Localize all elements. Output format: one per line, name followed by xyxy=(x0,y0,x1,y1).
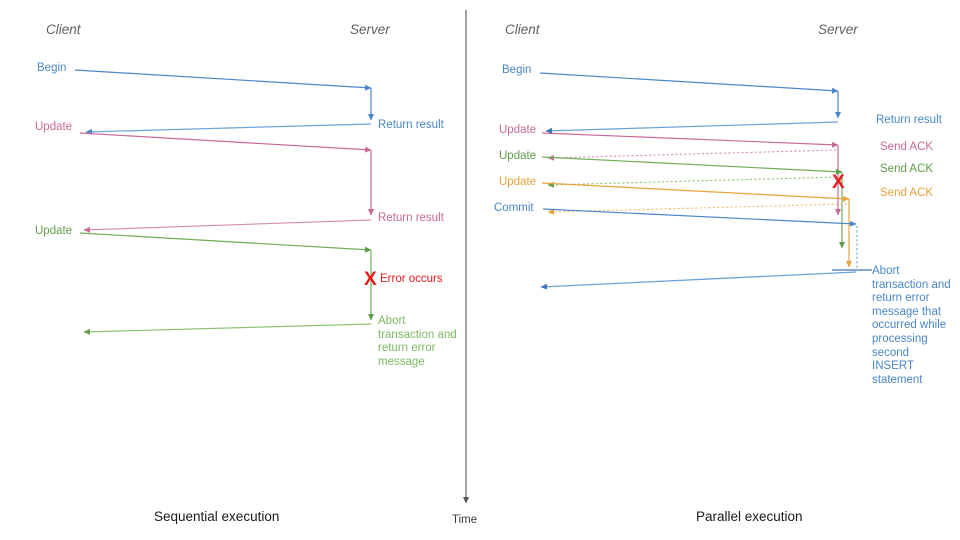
left-label-error-occurs: Error occurs xyxy=(380,273,443,285)
left-label-abort-message: Abort transaction and return error messa… xyxy=(378,315,457,368)
arrow-r-update-3-request xyxy=(541,182,850,202)
arrow-r-commit-request xyxy=(542,208,857,227)
arrow-r-abort-response xyxy=(540,271,857,290)
arrow-return-result-2 xyxy=(83,219,372,233)
right-actor-client: Client xyxy=(505,22,540,37)
left-label-begin: Begin xyxy=(37,62,67,74)
arrow-r-return-result xyxy=(545,121,839,134)
left-error-x-icon: X xyxy=(364,269,377,290)
arrow-abort-response xyxy=(83,323,372,335)
right-label-send-ack-3: Send ACK xyxy=(880,187,934,199)
arrow-r-update-2-request xyxy=(541,156,843,175)
right-label-send-ack-2: Send ACK xyxy=(880,163,934,175)
right-panel-caption: Parallel execution xyxy=(696,509,803,524)
arrow-r-ack-1 xyxy=(547,149,837,161)
left-label-return-result-1: Return result xyxy=(378,119,444,131)
left-actor-client: Client xyxy=(46,22,81,37)
arrow-update-2-request xyxy=(79,232,372,253)
arrow-return-result-1 xyxy=(85,123,372,135)
right-label-send-ack-1: Send ACK xyxy=(880,141,934,153)
left-label-return-result-2: Return result xyxy=(378,212,444,224)
right-label-update-2: Update xyxy=(499,150,537,162)
arrow-r-ack-3 xyxy=(547,203,848,215)
arrow-r-update-1-request xyxy=(541,132,839,148)
right-label-abort-message: Abort transaction and return error messa… xyxy=(872,265,951,386)
arrow-r-ack-2 xyxy=(547,176,841,188)
right-actor-server: Server xyxy=(818,22,858,37)
left-label-update-1: Update xyxy=(35,121,73,133)
left-actor-server: Server xyxy=(350,22,390,37)
right-label-return-result: Return result xyxy=(876,114,942,126)
left-label-update-2: Update xyxy=(35,225,73,237)
arrow-update-1-request xyxy=(79,132,372,153)
right-label-commit: Commit xyxy=(494,202,534,214)
right-label-begin: Begin xyxy=(502,64,532,76)
right-label-update-3: Update xyxy=(499,176,537,188)
left-panel-caption: Sequential execution xyxy=(154,509,280,524)
arrow-begin-request xyxy=(74,69,372,91)
right-label-update-1: Update xyxy=(499,124,537,136)
right-error-x-icon: X xyxy=(832,172,845,193)
arrow-r-begin-request xyxy=(539,72,839,94)
left-panel-arrows xyxy=(74,69,374,335)
time-axis-label: Time xyxy=(452,514,478,526)
right-panel-arrows xyxy=(539,72,872,290)
